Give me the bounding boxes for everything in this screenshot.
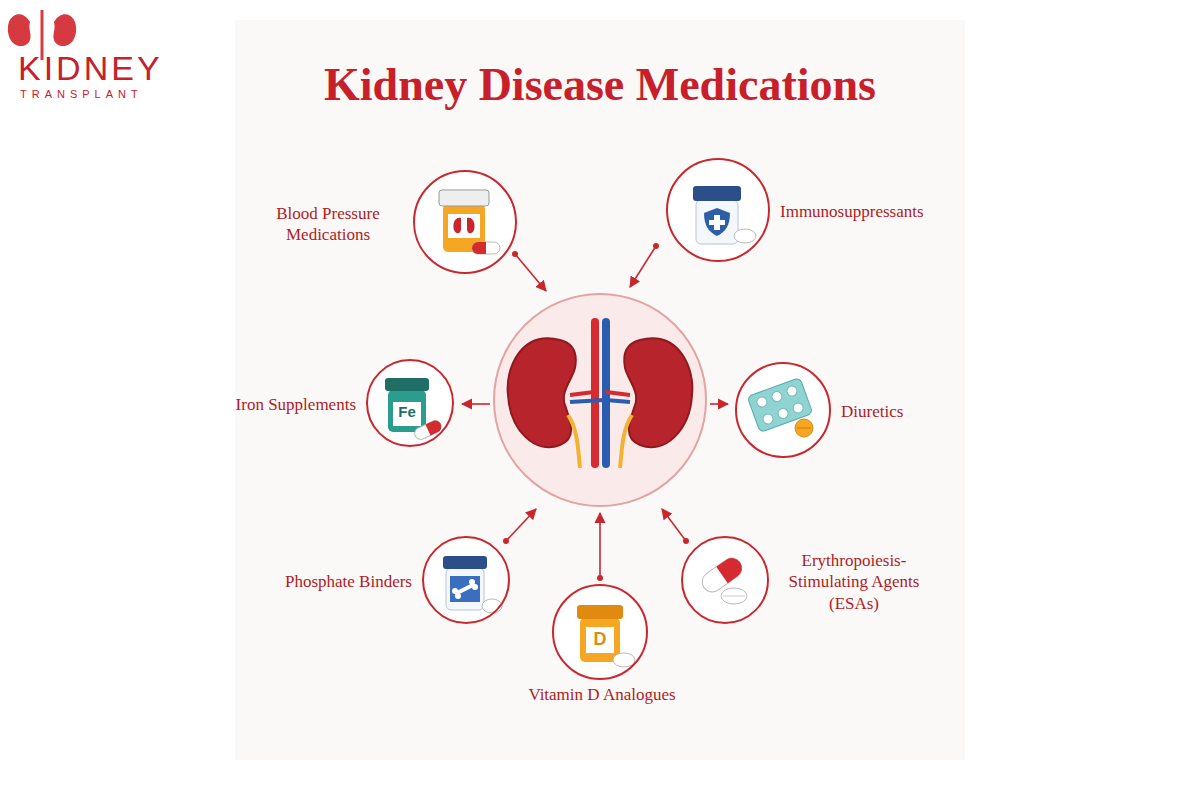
medication-label: Phosphate Binders xyxy=(242,571,412,592)
center-circle xyxy=(494,294,706,506)
medication-label: Iron Supplements xyxy=(196,394,356,415)
circle-fills xyxy=(366,158,831,680)
kidneys xyxy=(508,318,693,468)
phosphate-bottle xyxy=(443,556,502,613)
leader-arrows xyxy=(462,246,728,578)
icon-letter: Fe xyxy=(393,403,421,421)
leader-dots xyxy=(503,243,689,581)
iron-bottle xyxy=(385,378,443,441)
medication-circle: Phosphate Binders xyxy=(422,536,510,624)
icon-letter: D xyxy=(586,629,614,651)
medication-label: Diuretics xyxy=(841,401,961,422)
title: Kidney Disease Medications xyxy=(0,58,1200,111)
medication-label: Immunosuppressants xyxy=(780,201,980,222)
medication-circle: Immunosuppressants xyxy=(666,158,770,262)
logo-text: KIDNEY xyxy=(18,48,188,89)
immuno-bottle xyxy=(693,186,756,244)
medication-label: Vitamin D Analogues xyxy=(492,684,712,705)
medication-label: Erythropoiesis- Stimulating Agents (ESAs… xyxy=(779,550,929,614)
medication-circle: Diuretics xyxy=(735,362,831,458)
medication-circle: Blood Pressure Medications xyxy=(413,170,517,274)
logo-text: TRANSPLANT xyxy=(20,88,190,101)
medication-label: Blood Pressure Medications xyxy=(253,203,403,246)
medication-circle: Erythropoiesis- Stimulating Agents (ESAs… xyxy=(681,536,769,624)
esa-capsule xyxy=(698,554,747,604)
blister-pack xyxy=(747,378,813,437)
bp-bottle xyxy=(439,190,500,254)
vitamin-d-bottle xyxy=(577,605,635,667)
panel xyxy=(235,20,965,760)
